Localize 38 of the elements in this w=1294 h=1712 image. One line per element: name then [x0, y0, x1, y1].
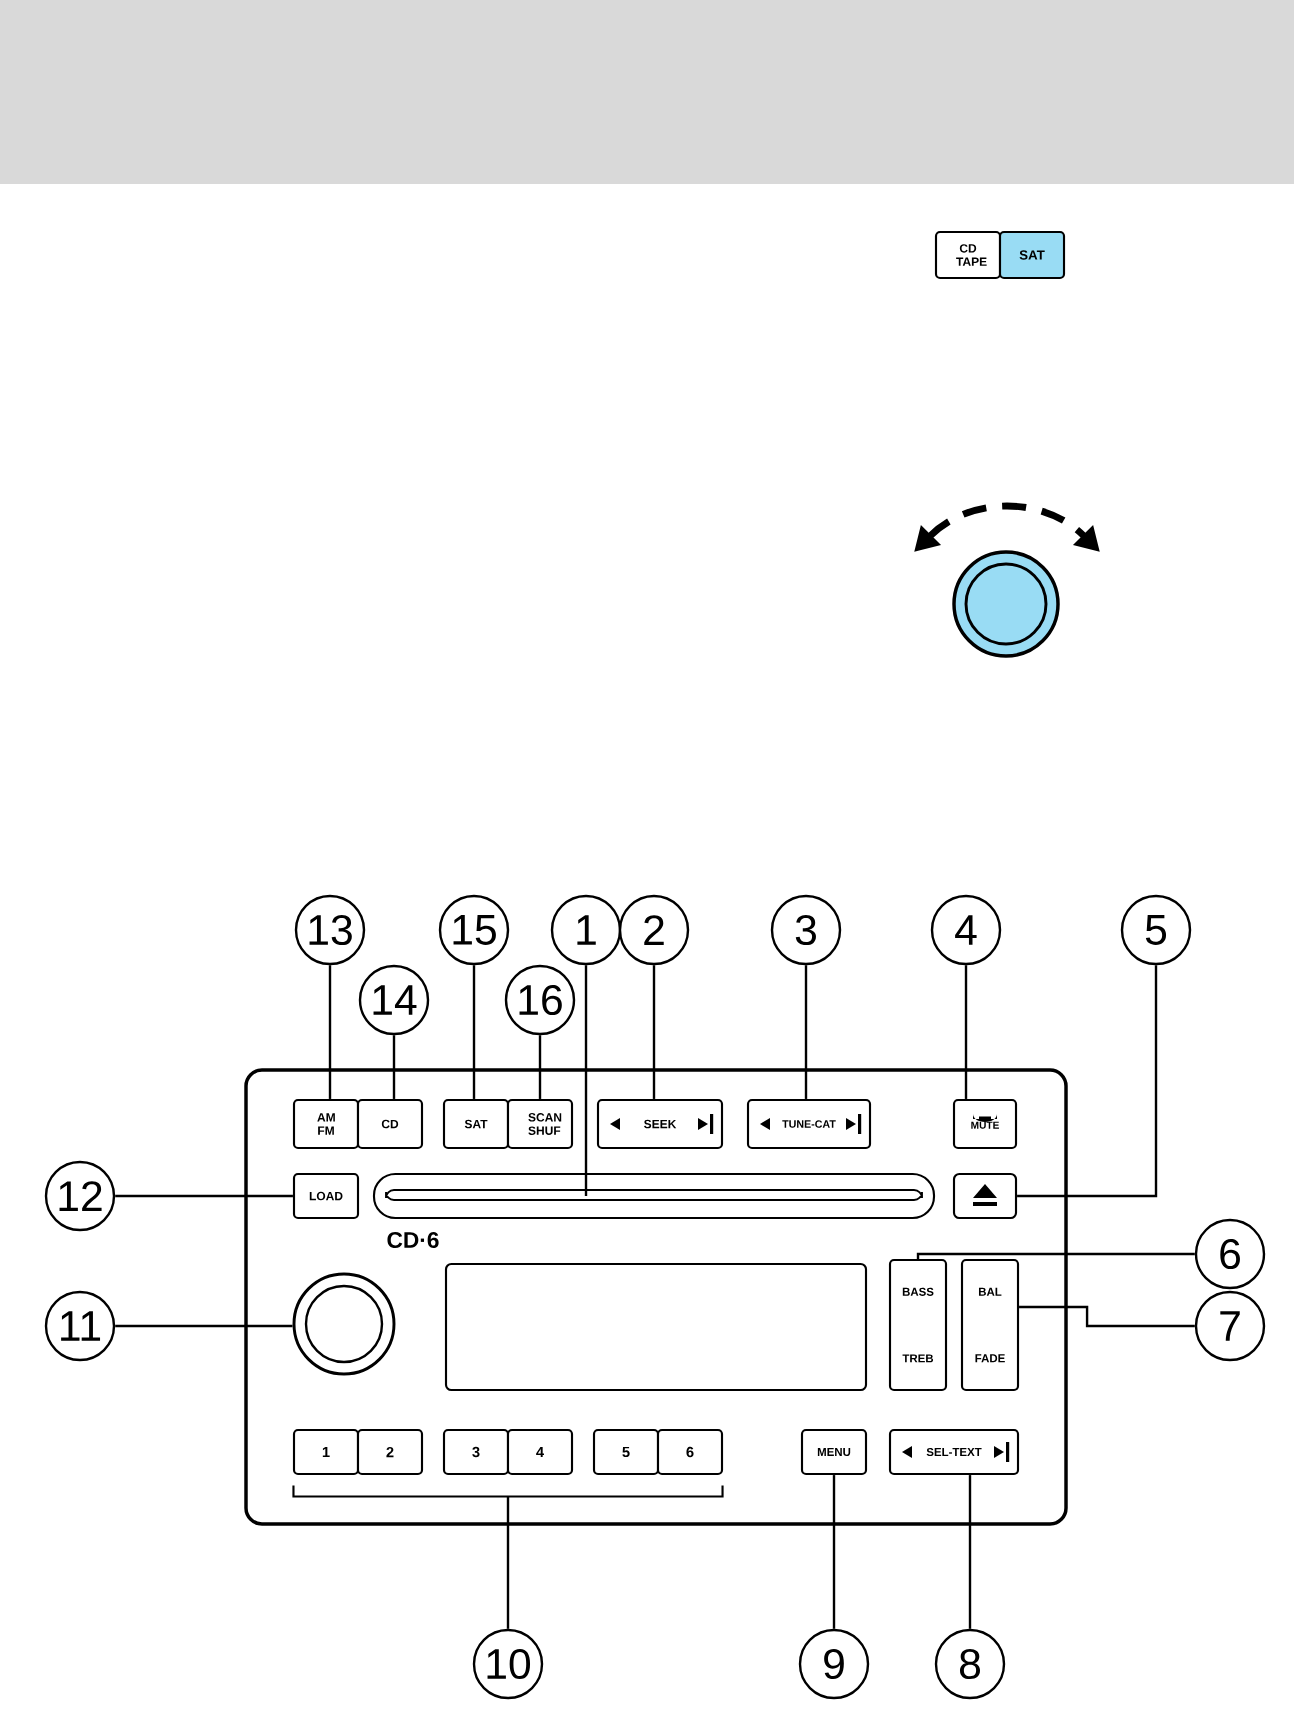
callout-number: 16	[504, 964, 576, 1036]
callout-number: 15	[438, 894, 510, 966]
leader-line	[472, 965, 476, 1099]
volume-knob	[292, 1272, 396, 1376]
eject-button	[952, 1172, 1018, 1220]
leader-line	[584, 965, 588, 1196]
leader-line	[916, 1252, 1195, 1259]
leader-line	[804, 965, 808, 1099]
leader-line	[538, 1035, 542, 1099]
callout-number: 3	[770, 894, 842, 966]
leader-line	[392, 1035, 396, 1099]
callout-number: 11	[44, 1290, 116, 1362]
leader-line	[968, 1475, 972, 1629]
callout-number: 2	[618, 894, 690, 966]
model-marking: CD·6	[387, 1232, 439, 1249]
leader-line	[328, 965, 332, 1099]
cd-slot	[372, 1172, 936, 1220]
callout-number: 1	[550, 894, 622, 966]
display-screen	[444, 1262, 868, 1392]
callout-number: 13	[294, 894, 366, 966]
callout-number: 7	[1194, 1290, 1266, 1362]
callout-number: 4	[930, 894, 1002, 966]
leader-line	[1017, 965, 1158, 1198]
callout-number: 9	[798, 1628, 870, 1700]
leader-line	[1019, 1305, 1195, 1328]
callout-number: 5	[1120, 894, 1192, 966]
bracket	[292, 1485, 724, 1498]
leader-line	[506, 1496, 510, 1629]
callout-number: 14	[358, 964, 430, 1036]
callout-number: 10	[472, 1628, 544, 1700]
leader-line	[115, 1194, 293, 1198]
callout-number: 12	[44, 1160, 116, 1232]
callout-number: 8	[934, 1628, 1006, 1700]
leader-line	[115, 1324, 293, 1328]
callout-number: 6	[1194, 1218, 1266, 1290]
leader-line	[832, 1475, 836, 1629]
leader-line	[652, 965, 656, 1099]
leader-line	[964, 965, 968, 1099]
